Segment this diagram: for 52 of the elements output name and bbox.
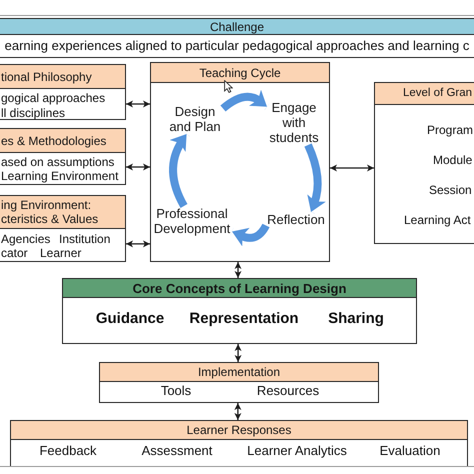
- category-box: [0, 128, 126, 185]
- heading-text: Implementation: [198, 365, 280, 379]
- category-box: [374, 82, 474, 244]
- item-label: Learning Act: [404, 213, 471, 228]
- description-text: earning experiences aligned to particular pedagogical approaches and learning c: [4, 38, 470, 54]
- description-text: ased on assumptions Learning Environment: [1, 155, 120, 183]
- item-label: Learner Analytics: [247, 443, 347, 459]
- heading-text: tional Philosophy: [1, 70, 92, 84]
- double-arrow: [234, 262, 242, 278]
- heading-text: Level of Gran: [403, 86, 472, 100]
- item-label: Session: [429, 183, 472, 198]
- item-label: cator: [1, 246, 28, 260]
- item-label: Sharing: [328, 310, 384, 328]
- item-label: Evaluation: [380, 443, 440, 459]
- item-label: Representation: [189, 310, 299, 328]
- item-label: Tools: [160, 383, 192, 399]
- curved-block-arrow: [169, 130, 191, 210]
- heading-text: ing Environment: cteristics & Values: [1, 198, 100, 226]
- description-text: gogical approaches ll disciplines: [1, 91, 106, 121]
- process-box: [99, 362, 379, 403]
- item-label: Feedback: [39, 443, 97, 459]
- curved-block-arrow: [304, 141, 326, 216]
- stage-label: Design and Plan: [167, 104, 223, 134]
- stage-label: Professional Development: [152, 206, 232, 236]
- item-label: Resources: [256, 383, 320, 399]
- item-label: Program: [427, 123, 474, 138]
- double-arrow: [126, 240, 150, 248]
- item-label: Guidance: [96, 310, 164, 328]
- heading-text: Teaching Cycle: [199, 66, 281, 80]
- concept-box: [62, 278, 417, 344]
- stage-label: Reflection: [266, 212, 326, 227]
- item-label: Institution: [59, 232, 110, 246]
- stage-label: Engage with students: [267, 100, 321, 145]
- heading-text: Core Concepts of Learning Design: [132, 280, 346, 296]
- double-arrow: [234, 344, 242, 362]
- item-label: Learner: [40, 246, 82, 260]
- process-box: [10, 420, 468, 466]
- double-arrow: [234, 403, 242, 420]
- heading-text: Learner Responses: [186, 423, 292, 437]
- category-box: [0, 195, 126, 262]
- double-arrow: [330, 164, 374, 172]
- item-label: Module: [433, 153, 472, 168]
- heading-text: es & Methodologies: [1, 134, 106, 148]
- cycle-box: [150, 62, 330, 262]
- curved-block-arrow: [228, 222, 270, 246]
- double-arrow: [126, 100, 150, 108]
- item-label: Assessment: [142, 443, 212, 459]
- banner-box: [0, 18, 474, 58]
- category-box: [0, 64, 126, 120]
- heading-text: Challenge: [210, 20, 264, 34]
- double-arrow: [126, 164, 150, 170]
- item-label: Agencies: [1, 232, 50, 246]
